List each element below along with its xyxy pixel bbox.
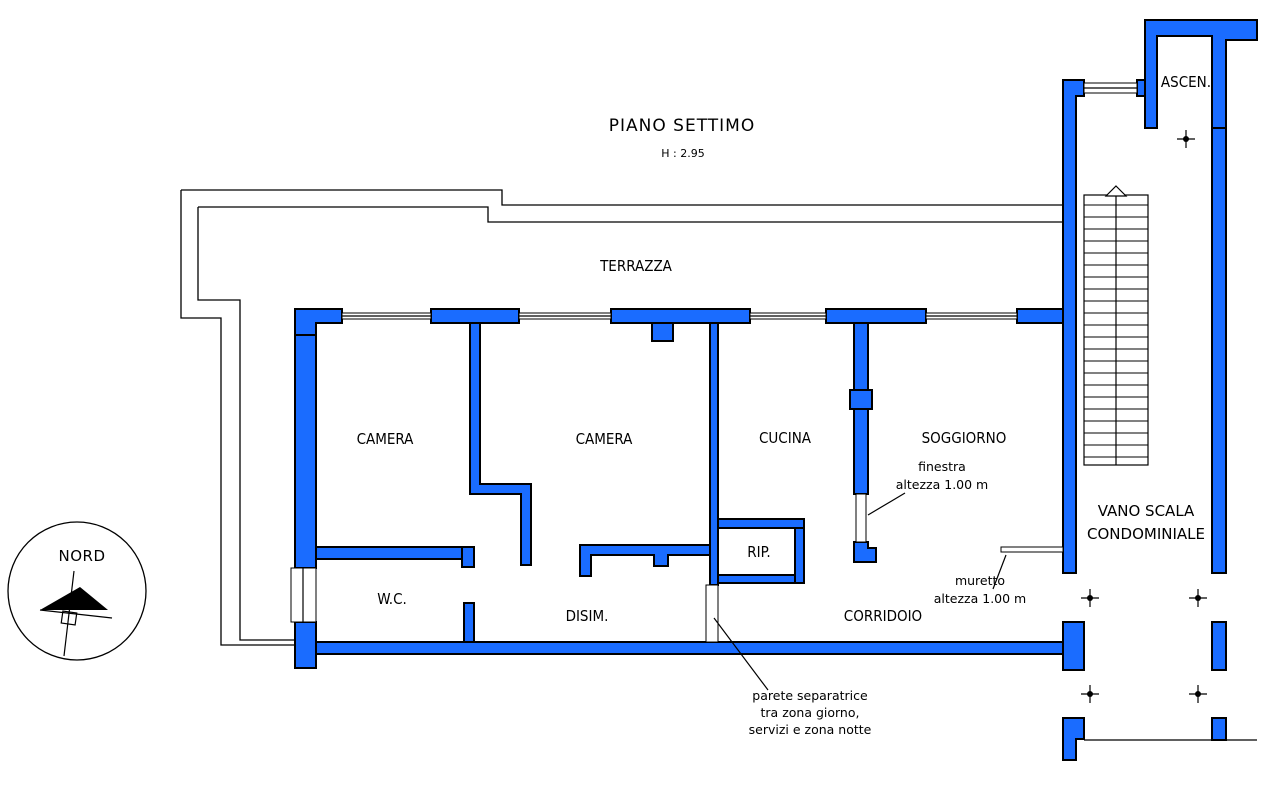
note-parete-2: tra zona giorno, — [761, 705, 860, 720]
room-camera-1: CAMERA — [357, 430, 415, 448]
stairs — [1083, 185, 1149, 466]
note-finestra-2: altezza 1.00 m — [896, 477, 988, 492]
light-point-icon — [1081, 589, 1099, 607]
note-muretto-1: muretto — [955, 573, 1005, 588]
plan-height: H : 2.95 — [661, 147, 704, 160]
leader-lines — [713, 492, 1007, 691]
light-point-icon — [1189, 589, 1207, 607]
room-ascen: ASCEN. — [1161, 73, 1211, 91]
note-parete-1: parete separatrice — [752, 688, 868, 703]
room-wc: W.C. — [377, 590, 407, 608]
room-cucina: CUCINA — [759, 429, 812, 447]
terrace-label: TERRAZZA — [599, 257, 673, 275]
compass: NORD — [7, 521, 147, 661]
room-soggiorno: SOGGIORNO — [922, 429, 1007, 447]
labels: PIANO SETTIMO H : 2.95 TERRAZZA CAMERA C… — [357, 73, 1211, 737]
windows — [290, 82, 1138, 643]
room-rip: RIP. — [747, 543, 770, 561]
room-camera-2: CAMERA — [576, 430, 634, 448]
terrace-outline — [180, 189, 1062, 646]
room-corridoio: CORRIDOIO — [844, 607, 922, 625]
vano-scala-line1: VANO SCALA — [1098, 502, 1195, 520]
note-parete-3: servizi e zona notte — [749, 722, 872, 737]
vano-scala-line2: CONDOMINIALE — [1087, 525, 1205, 543]
north-arrow-icon — [40, 587, 108, 610]
plan-title: PIANO SETTIMO — [609, 116, 755, 136]
compass-label: NORD — [59, 547, 106, 565]
light-point-icon — [1189, 685, 1207, 703]
apartment-walls — [294, 79, 1085, 761]
light-point-icon — [1081, 685, 1099, 703]
note-muretto-2: altezza 1.00 m — [934, 591, 1026, 606]
light-point-icon — [1177, 130, 1195, 148]
stairwell-walls — [1084, 19, 1258, 741]
light-markers — [1081, 130, 1207, 703]
room-disim: DISIM. — [566, 607, 609, 625]
note-finestra-1: finestra — [918, 459, 966, 474]
